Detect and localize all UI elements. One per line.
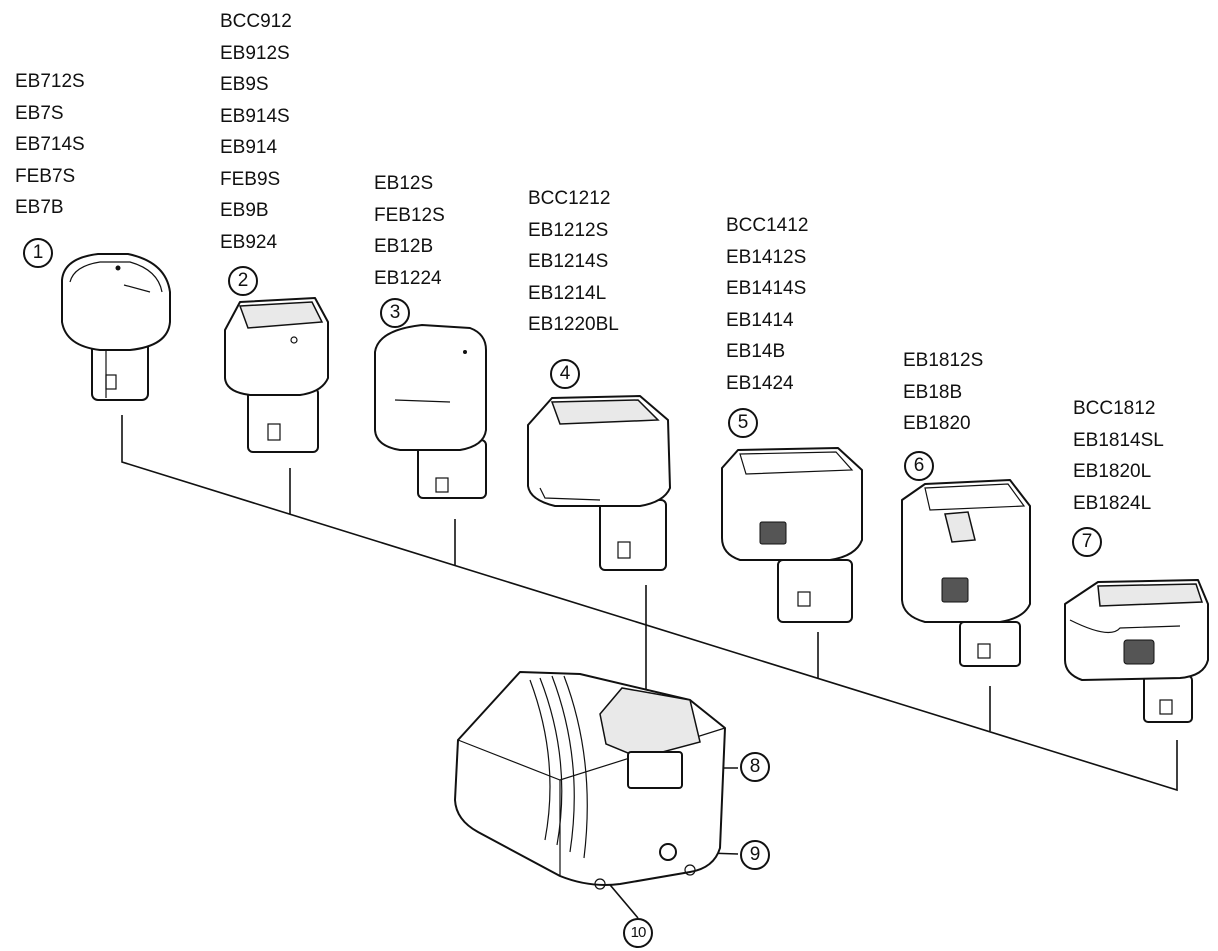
battery-3-models: EB12S FEB12S EB12B EB1224 bbox=[374, 168, 445, 294]
model-label: EB12S bbox=[374, 173, 434, 194]
battery-6-models: EB1812S EB18B EB1820 bbox=[903, 345, 983, 440]
model-label: EB1412S bbox=[726, 246, 807, 268]
model-label: FEB9S bbox=[220, 168, 281, 190]
model-label: EB914 bbox=[220, 137, 278, 158]
battery-1-models: EB712S EB7S EB714S FEB7S EB7B bbox=[15, 66, 85, 224]
battery-1-drawing bbox=[61, 253, 171, 401]
model-label: BCC912 bbox=[220, 11, 292, 32]
callout-battery-1: 1 bbox=[23, 238, 53, 268]
model-label: EB714S bbox=[15, 134, 85, 155]
model-label: EB1414S bbox=[726, 278, 807, 299]
model-label: EB712S bbox=[15, 71, 85, 92]
battery-4-drawing bbox=[527, 395, 671, 571]
battery-7-drawing bbox=[1064, 579, 1209, 723]
callout-battery-3: 3 bbox=[380, 298, 410, 328]
model-label: EB912S bbox=[220, 42, 290, 64]
model-label: BCC1812 bbox=[1073, 398, 1156, 419]
callout-battery-4: 4 bbox=[550, 359, 580, 389]
callout-battery-2: 2 bbox=[228, 266, 258, 296]
model-label: EB9S bbox=[220, 74, 269, 95]
callout-battery-5: 5 bbox=[728, 408, 758, 438]
callout-battery-7: 7 bbox=[1072, 527, 1102, 557]
model-label: BCC1212 bbox=[528, 188, 611, 209]
model-label: EB14B bbox=[726, 341, 786, 362]
model-label: EB1824L bbox=[1073, 492, 1152, 514]
model-label: EB1812S bbox=[903, 350, 984, 371]
callout-battery-6: 6 bbox=[904, 451, 934, 481]
callout-charger-8: 8 bbox=[740, 752, 770, 782]
battery-2-drawing bbox=[224, 297, 329, 453]
battery-6-drawing bbox=[901, 479, 1031, 667]
model-label: EB1814SL bbox=[1073, 429, 1164, 451]
model-label: BCC1412 bbox=[726, 215, 809, 236]
model-label: EB1212S bbox=[528, 219, 609, 241]
model-label: EB924 bbox=[220, 231, 278, 253]
model-label: FEB7S bbox=[15, 165, 76, 187]
model-label: EB1820 bbox=[903, 413, 971, 434]
model-label: EB1224 bbox=[374, 267, 442, 289]
battery-5-drawing bbox=[721, 447, 863, 623]
model-label: EB1220BL bbox=[528, 314, 619, 335]
charger-drawing bbox=[454, 671, 726, 890]
model-label: EB1214L bbox=[528, 282, 607, 304]
battery-3-drawing bbox=[374, 324, 487, 499]
model-label: EB1214S bbox=[528, 251, 609, 272]
battery-5-models: BCC1412 EB1412S EB1414S EB1414 EB14B EB1… bbox=[726, 210, 808, 399]
main-connector-line bbox=[121, 415, 1178, 792]
model-label: EB18B bbox=[903, 381, 963, 403]
model-label: EB7B bbox=[15, 197, 64, 218]
model-label: EB12B bbox=[374, 236, 434, 257]
battery-2-models: BCC912 EB912S EB9S EB914S EB914 FEB9S EB… bbox=[220, 6, 292, 258]
model-label: EB914S bbox=[220, 105, 290, 127]
model-label: FEB12S bbox=[374, 204, 445, 226]
model-label: EB9B bbox=[220, 200, 269, 221]
model-label: EB1414 bbox=[726, 309, 794, 331]
battery-7-models: BCC1812 EB1814SL EB1820L EB1824L bbox=[1073, 393, 1164, 519]
battery-4-models: BCC1212 EB1212S EB1214S EB1214L EB1220BL bbox=[528, 183, 619, 341]
callout-charger-9: 9 bbox=[740, 840, 770, 870]
model-label: EB1424 bbox=[726, 372, 794, 394]
callout-charger-10: 10 bbox=[623, 918, 653, 948]
model-label: EB7S bbox=[15, 102, 64, 124]
model-label: EB1820L bbox=[1073, 461, 1152, 482]
